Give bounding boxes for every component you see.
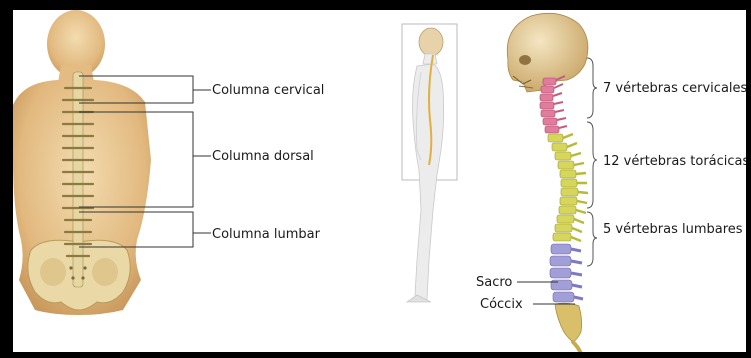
- sacrum: [555, 303, 582, 342]
- back-view-figure: [13, 10, 151, 315]
- diagram-panel: Columna cervical Columna dorsal Columna …: [13, 10, 746, 352]
- brace-lumbar: [587, 212, 597, 266]
- brace-cervical: [587, 58, 597, 118]
- label-5-vertebras-lumbares: 5 vértebras lumbares: [603, 222, 743, 237]
- cervical-vertebrae: [540, 76, 567, 133]
- label-coccix: Cóccix: [480, 297, 523, 312]
- hip-left: [40, 258, 66, 286]
- label-columna-cervical: Columna cervical: [212, 83, 324, 98]
- brace-thoracic: [587, 122, 597, 208]
- label-sacro: Sacro: [476, 275, 512, 290]
- label-7-vertebras-cervicales: 7 vértebras cervicales: [603, 81, 746, 96]
- vertebra-braces: [587, 58, 597, 266]
- label-12-vertebras-toracicas: 12 vértebras torácicas: [603, 154, 746, 169]
- label-columna-dorsal: Columna dorsal: [212, 149, 314, 164]
- hip-right: [92, 258, 118, 286]
- side-view-figure: [407, 28, 444, 302]
- thoracic-vertebrae: [548, 134, 588, 241]
- spine-diagram-svg: Columna cervical Columna dorsal Columna …: [13, 10, 746, 352]
- lumbar-vertebrae: [550, 244, 583, 302]
- label-columna-lumbar: Columna lumbar: [212, 227, 321, 242]
- coccyx: [573, 342, 581, 352]
